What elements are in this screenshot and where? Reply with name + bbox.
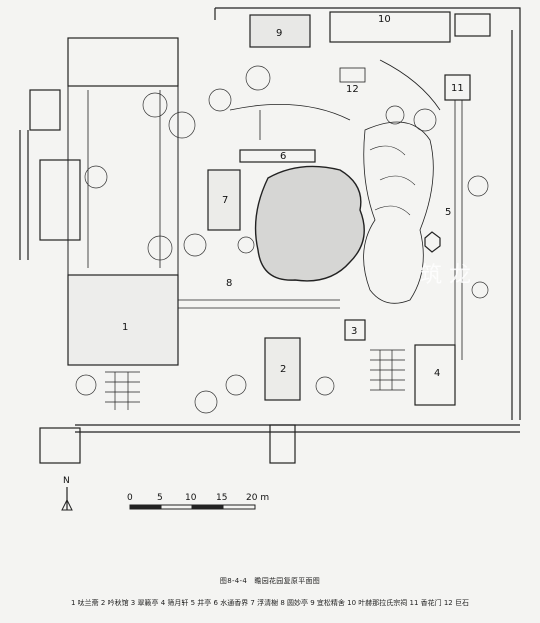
scale-20m: 20 m (246, 493, 269, 503)
rock-12 (339, 67, 366, 83)
compass (61, 487, 73, 511)
hall-1 (67, 274, 179, 366)
rockery (363, 121, 434, 304)
watermark: 筑 龙 (420, 263, 471, 288)
east-wall (511, 20, 521, 420)
pavilion-3 (344, 319, 366, 341)
pavilion-11 (444, 74, 471, 101)
south-gate (269, 424, 296, 464)
scale-0: 0 (127, 493, 133, 503)
pavilion-5 (424, 231, 441, 253)
scale-15: 15 (216, 493, 227, 503)
label-8: 8 (226, 278, 232, 289)
scale-5: 5 (157, 493, 163, 503)
label-4: 4 (434, 368, 440, 379)
hall-2 (264, 337, 301, 401)
label-7: 7 (222, 195, 228, 206)
figure-caption: 图8-4-4 瞻园花园复原平面图 (219, 577, 321, 585)
scale-bar (129, 504, 256, 510)
label-9: 9 (276, 28, 282, 39)
south-wall (75, 424, 520, 433)
west-pavilion (39, 159, 81, 241)
compass-n: N (63, 476, 70, 486)
hall-10 (329, 11, 451, 43)
label-1: 1 (122, 322, 128, 333)
label-3: 3 (351, 326, 357, 337)
nw-hall (67, 37, 179, 87)
pond (254, 165, 365, 282)
trees (75, 65, 489, 414)
garden-plan: 1 2 3 4 5 6 7 8 9 10 11 12 筑 龙 N 0 5 10 … (19, 7, 521, 511)
label-6: 6 (280, 151, 286, 162)
label-10: 10 (378, 14, 391, 25)
scale-10: 10 (185, 493, 197, 503)
west-wall (19, 130, 29, 260)
north-wall (214, 7, 521, 20)
pavilion-7 (207, 169, 241, 231)
label-2: 2 (280, 364, 286, 375)
gallery-4 (414, 344, 456, 406)
hall-9 (249, 14, 311, 48)
gallery-6 (239, 149, 316, 163)
label-12: 12 (346, 84, 359, 95)
figure-legend: 1 呔兰斋 2 吟秋馆 3 翠籁亭 4 筛月轩 5 井亭 6 水通香界 7 浮清… (71, 599, 469, 607)
label-5: 5 (445, 207, 451, 218)
label-11: 11 (451, 83, 464, 94)
